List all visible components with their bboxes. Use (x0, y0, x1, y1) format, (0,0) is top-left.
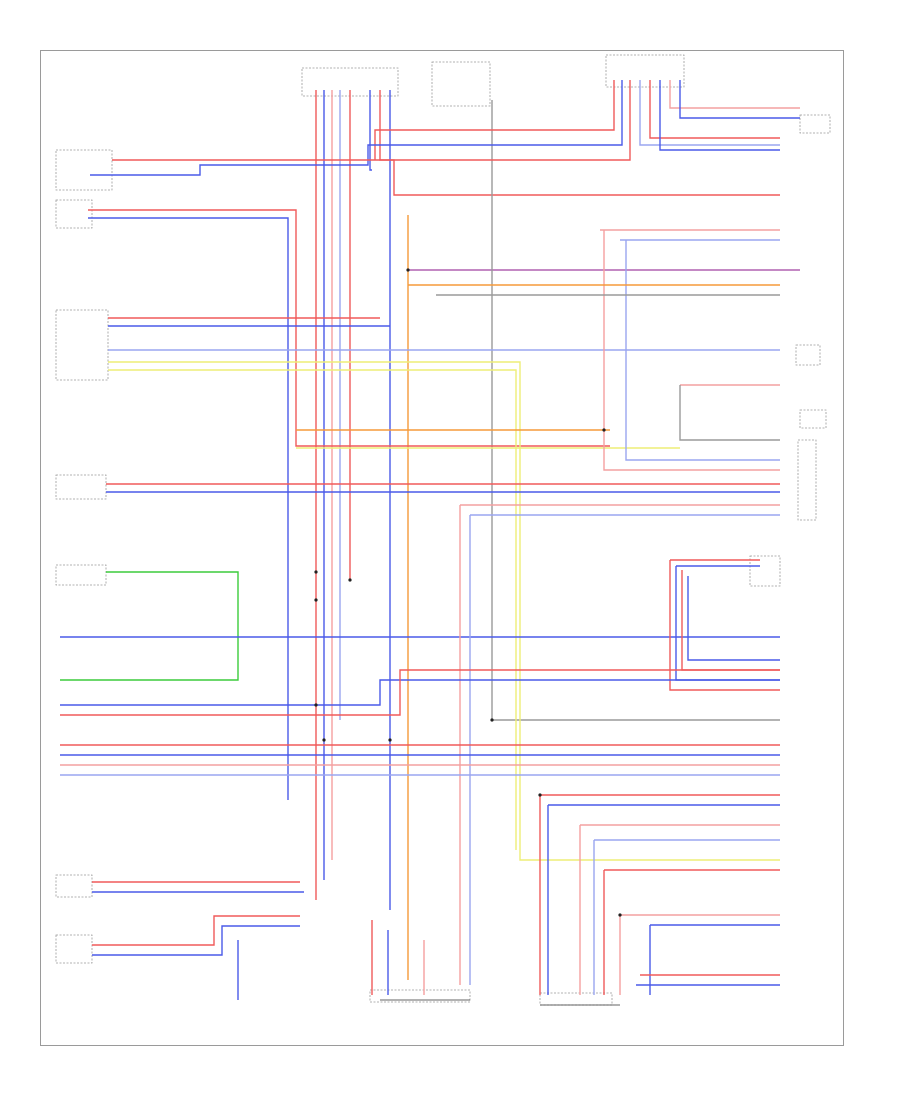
splice-dot-4 (348, 578, 352, 582)
component-box-left-1 (55, 149, 113, 191)
splice-dot-6 (602, 428, 606, 432)
component-box-left-4 (55, 474, 107, 500)
top-right-lightred-1 (669, 80, 800, 109)
component-box-right-1 (799, 114, 831, 134)
splice-dot-8 (538, 793, 542, 797)
component-box-top-2 (431, 61, 491, 107)
top-right-red-1 (374, 80, 615, 160)
left-blue-1 (88, 217, 289, 800)
left-yellow-2 (108, 369, 517, 850)
right-loop-blue-1 (675, 566, 780, 681)
right-loop-red-1 (669, 560, 780, 691)
top-right-blue-3 (679, 80, 800, 119)
lower-red-1 (60, 669, 780, 716)
right-lightred-2 (603, 230, 780, 471)
diagram-frame (40, 50, 844, 1046)
splice-dot-5 (406, 268, 410, 272)
component-box-bottom-center (369, 989, 471, 1003)
component-box-left-2 (55, 199, 93, 229)
splice-dot-0 (314, 570, 318, 574)
top-right-blue-1 (90, 80, 623, 176)
right-loop-red-2 (681, 570, 780, 671)
top-right-lightblue-1 (639, 80, 780, 146)
component-box-left-5 (55, 564, 107, 586)
splice-dot-7 (490, 718, 494, 722)
left-red-1 (88, 209, 610, 447)
splice-dot-2 (388, 738, 392, 742)
splice-dot-1 (322, 738, 326, 742)
component-box-left-6 (55, 874, 93, 898)
top-right-red-3 (649, 80, 780, 139)
lower-red-4 (92, 915, 300, 946)
splice-dot-9 (618, 913, 622, 917)
left-yellow-1 (108, 361, 780, 861)
component-box-right-5 (749, 555, 781, 587)
green-loop (60, 571, 239, 681)
component-box-left-7 (55, 934, 93, 964)
component-box-top-3 (605, 54, 685, 88)
trunk-blue-2 (369, 90, 372, 171)
splice-dot-10 (314, 598, 318, 602)
top-right-red-2 (112, 80, 631, 161)
splice-dot-3 (314, 703, 318, 707)
right-lightblue-2 (625, 240, 780, 461)
component-box-right-3 (799, 409, 827, 429)
component-box-right-4 (797, 439, 817, 521)
top-right-blue-2 (659, 80, 780, 151)
right-grey-2 (679, 385, 780, 441)
trunk-grey-1 (491, 100, 780, 721)
component-box-right-2 (795, 344, 821, 366)
lower-blue-4 (92, 925, 300, 956)
lower-blue-1 (60, 679, 780, 706)
component-box-bottom-right (539, 992, 613, 1006)
right-loop-blue-2 (687, 576, 780, 661)
component-box-left-3 (55, 309, 109, 381)
